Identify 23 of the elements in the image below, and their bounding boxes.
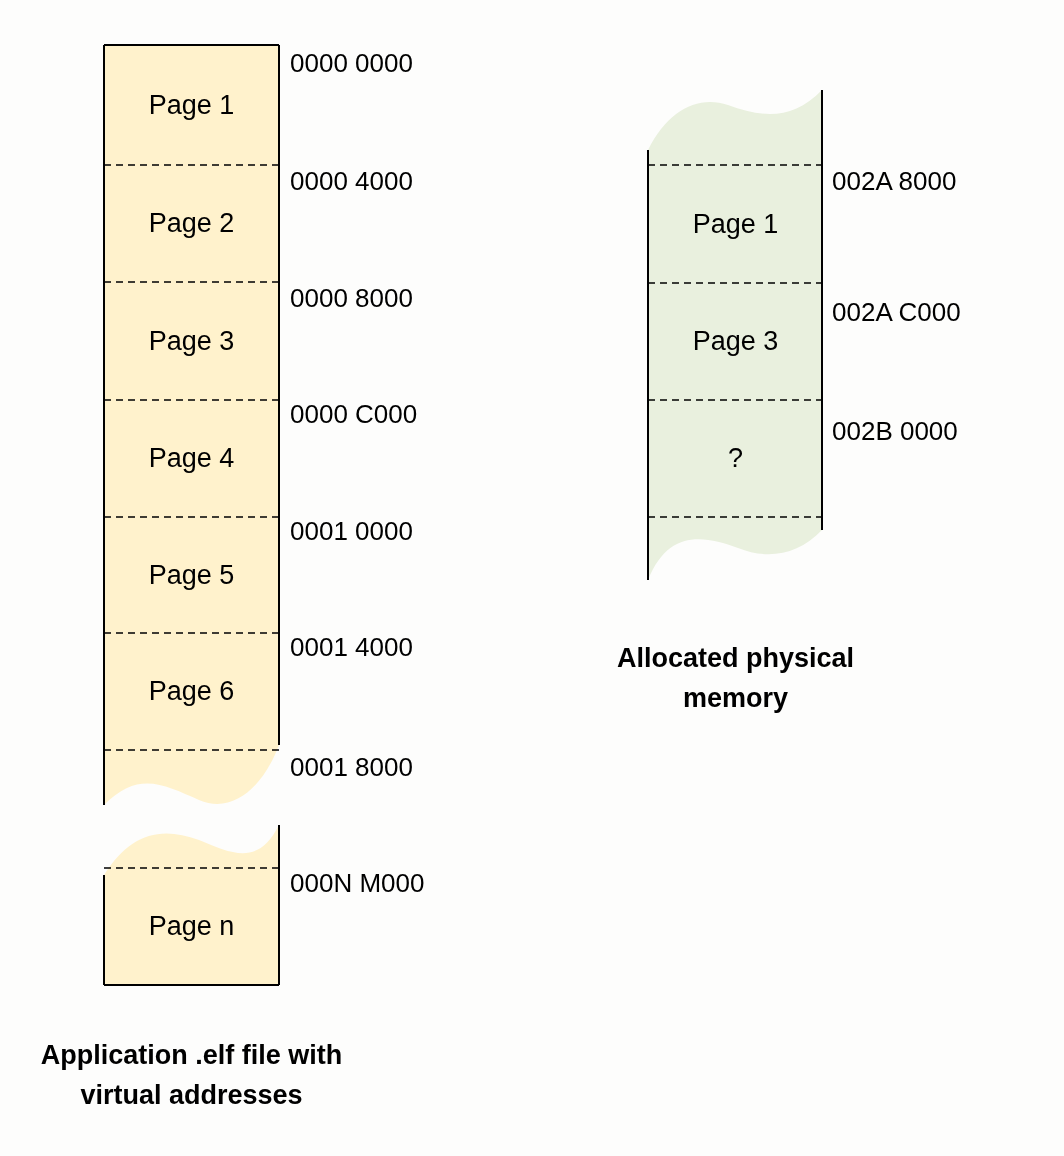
- address-label: 002A C000: [832, 297, 961, 327]
- address-label: 002A 8000: [832, 166, 957, 196]
- page-label: ?: [728, 443, 743, 474]
- page-label: Page 1: [148, 89, 235, 121]
- page-label: Page n: [148, 911, 235, 942]
- page-label: Page 6: [148, 676, 235, 707]
- address-label: 0000 4000: [290, 166, 413, 196]
- address-label: 0001 8000: [290, 752, 413, 782]
- page-label: Page 1: [692, 208, 779, 240]
- address-label: 0000 0000: [290, 48, 413, 78]
- address-label: 0000 C000: [290, 399, 418, 429]
- column-caption: Application .elf file with virtual addresses: [39, 1039, 344, 1112]
- address-label: 002B 0000: [832, 416, 958, 446]
- page-label: Page 3: [692, 326, 779, 357]
- page-label: Page 3: [148, 325, 235, 357]
- page-label: Page 5: [148, 559, 235, 591]
- column-caption: Allocated physical memory: [615, 642, 856, 715]
- address-label: 0001 4000: [290, 632, 413, 662]
- page-label: Page 2: [148, 208, 235, 239]
- address-label: 0001 0000: [290, 516, 413, 546]
- address-label: 000N M000: [290, 868, 425, 898]
- page-label: Page 4: [148, 443, 235, 474]
- address-label: 0000 8000: [290, 283, 413, 313]
